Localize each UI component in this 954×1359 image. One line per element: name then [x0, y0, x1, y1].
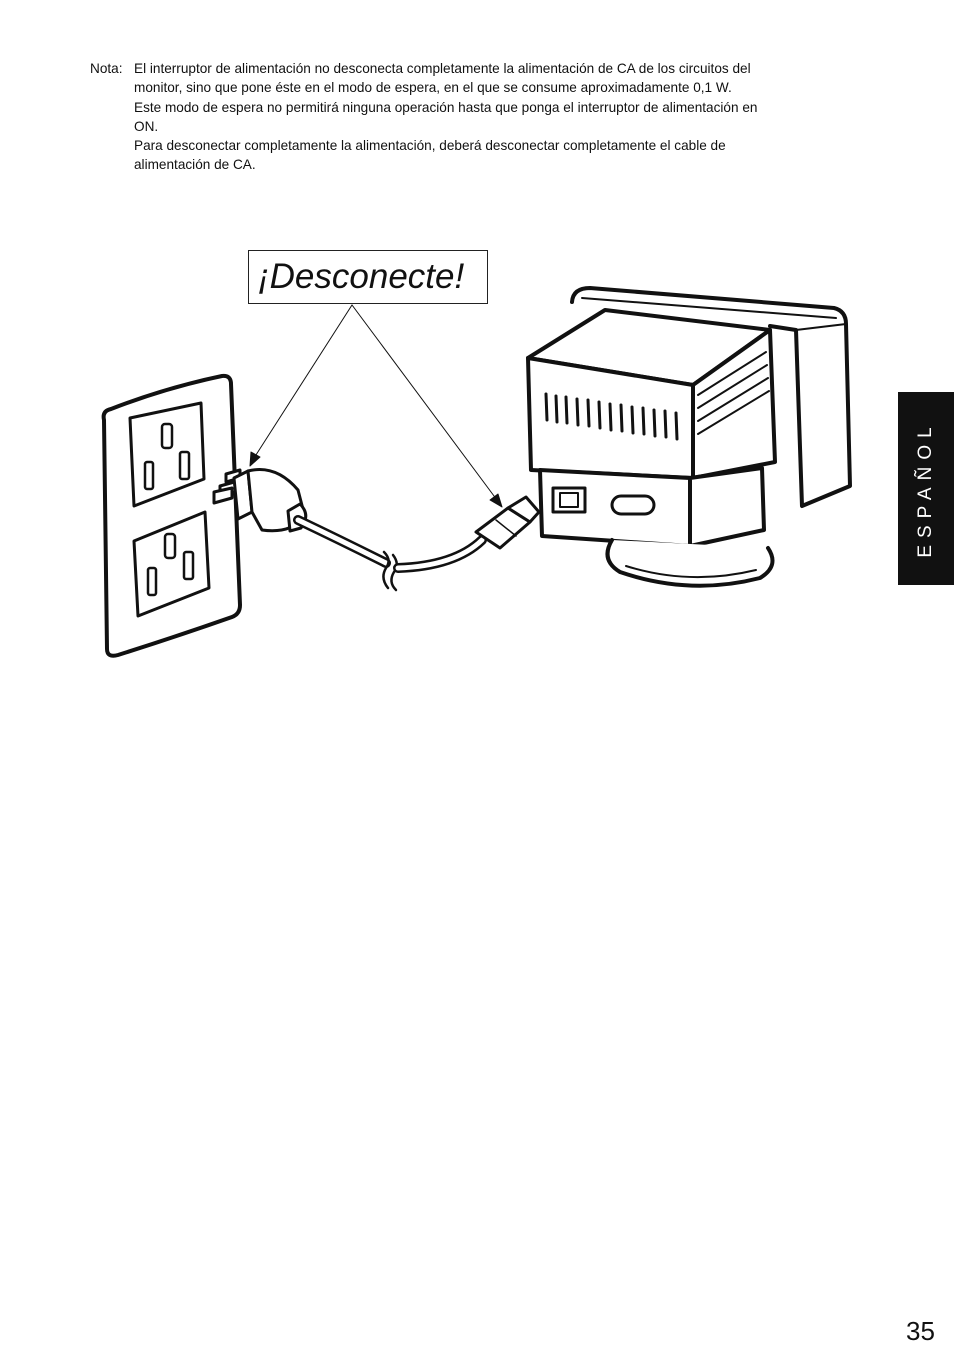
monitor-rear-icon: [526, 286, 852, 588]
callout-pointers: [249, 304, 503, 508]
note-line: El interruptor de alimentación no descon…: [134, 61, 751, 76]
power-cable-icon: [293, 495, 541, 592]
power-inlet-icon: [551, 486, 587, 514]
signal-port-icon: [610, 494, 656, 516]
note-line: alimentación de CA.: [134, 157, 256, 173]
note-line: Este modo de espera no permitirá ninguna…: [134, 99, 758, 115]
page-number: 35: [906, 1316, 935, 1346]
note-line: Para desconectar completamente la alimen…: [134, 138, 726, 154]
callout-label: ¡Desconecte!: [258, 257, 465, 296]
power-plug-icon: [212, 468, 308, 533]
illustration-canvas: [101, 286, 852, 658]
note-line: monitor, sino que pone éste en el modo d…: [134, 80, 732, 96]
language-tab: ESPAÑOL: [898, 392, 954, 585]
language-tab-label: ESPAÑOL: [915, 419, 936, 558]
note-line: ON.: [134, 118, 159, 134]
disconnect-callout: ¡Desconecte!: [248, 250, 488, 304]
vent-slots: [544, 392, 679, 441]
note-text: El interruptor de alimentación no descon…: [134, 59, 757, 175]
note-label: Nota:: [90, 61, 123, 76]
wall-outlet-icon: [101, 373, 242, 658]
disconnect-illustration: ¡Desconecte!: [101, 250, 852, 658]
